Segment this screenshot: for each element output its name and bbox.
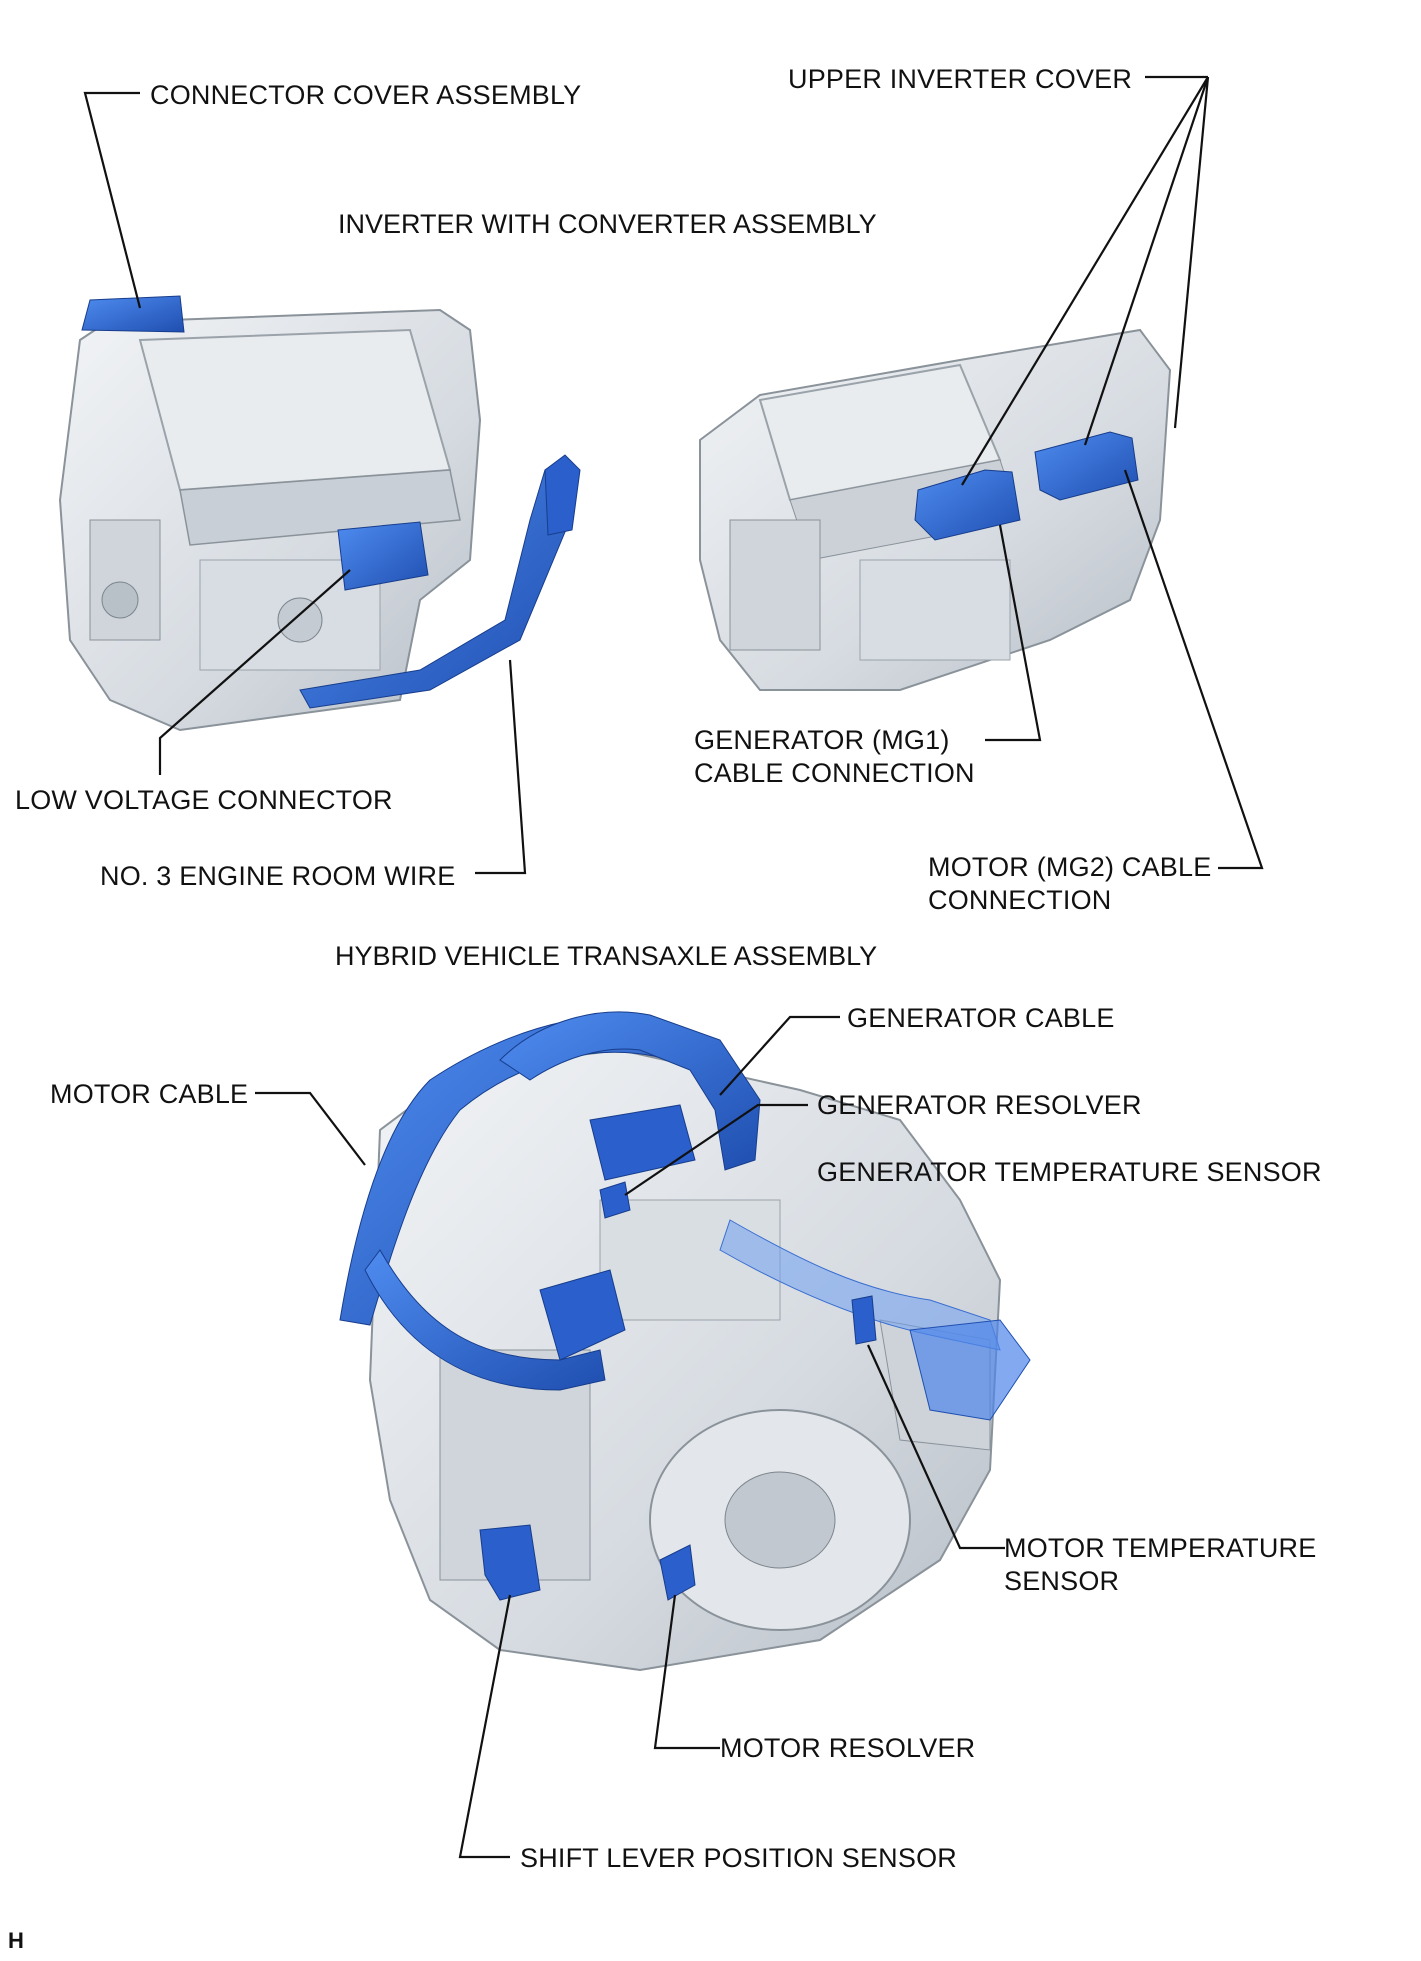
label-mg1-line1: GENERATOR (MG1) [694,725,950,755]
label-generator-resolver: GENERATOR RESOLVER [817,1090,1142,1120]
label-motor-resolver: MOTOR RESOLVER [720,1733,976,1763]
inverter-left-illustration [58,295,581,732]
label-mg2-line2: CONNECTION [928,885,1112,915]
leader-connector-cover [83,91,142,309]
figure-code: H [8,1928,24,1953]
label-motor-temperature-line1: MOTOR TEMPERATURE [1004,1533,1317,1563]
label-shift-lever-position-sensor: SHIFT LEVER POSITION SENSOR [520,1843,957,1873]
mg1-connection-part [914,469,1021,541]
label-mg1-line2: CABLE CONNECTION [694,758,975,788]
leader-shift-lever-sensor [458,1594,512,1859]
shift-lever-sensor-part [479,1524,541,1601]
leader-generator-cable [719,1015,840,1096]
leader-motor-temperature-sensor [866,1344,1005,1550]
label-motor-cable: MOTOR CABLE [50,1079,249,1109]
label-connector-cover: CONNECTOR COVER ASSEMBLY [150,80,582,110]
inverter-right-illustration [699,328,1172,691]
transaxle-illustration [339,1011,1031,1672]
label-motor-temperature-line2: SENSOR [1004,1566,1120,1596]
leader-motor-cable [255,1091,366,1166]
label-generator-cable: GENERATOR CABLE [847,1003,1115,1033]
motor-temperature-sensor-part [851,1295,877,1345]
transaxle-section-title: HYBRID VEHICLE TRANSAXLE ASSEMBLY [335,941,878,971]
label-upper-inverter-cover: UPPER INVERTER COVER [788,64,1133,94]
inverter-section-title: INVERTER WITH CONVERTER ASSEMBLY [338,209,877,239]
leader-low-voltage-connector [158,569,351,775]
generator-resolver-part [599,1181,631,1219]
connector-cover-part [81,295,185,333]
motor-resolver-part [659,1544,696,1601]
leader-lines [83,75,1264,1859]
leader-mg2 [1123,469,1264,870]
leader-generator-resolver [624,1103,808,1196]
mg2-connection-part [1034,431,1139,501]
label-low-voltage-connector: LOW VOLTAGE CONNECTOR [15,785,393,815]
leader-motor-resolver [653,1594,720,1750]
generator-cable-part [499,1011,761,1171]
label-engine-room-wire: NO. 3 ENGINE ROOM WIRE [100,861,456,891]
label-mg2-line1: MOTOR (MG2) CABLE [928,852,1212,882]
leader-engine-room-wire [475,659,527,875]
low-voltage-connector-part [337,521,429,591]
leader-mg1 [985,524,1042,742]
label-generator-temperature-sensor: GENERATOR TEMPERATURE SENSOR [817,1157,1322,1187]
